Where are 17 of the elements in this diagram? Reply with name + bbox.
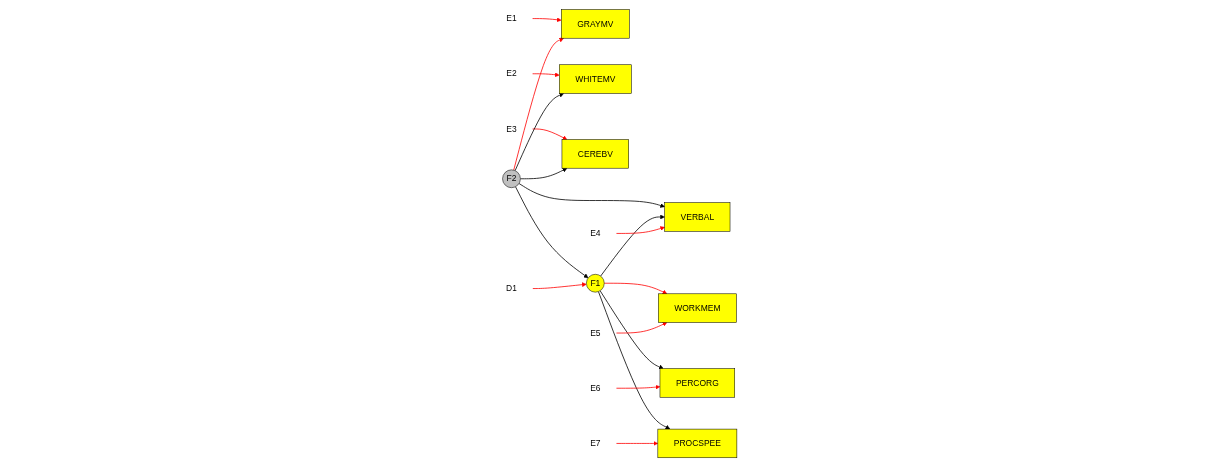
node-text: E6 — [590, 383, 601, 393]
node-box: PERCORG — [659, 368, 735, 398]
node-text: E4 — [590, 228, 601, 238]
node-circle: F1 — [586, 274, 605, 293]
node-box: GRAYMV — [561, 9, 630, 39]
node-text: E3 — [506, 124, 517, 134]
node-text: E5 — [590, 328, 601, 338]
node-box: WHITEMV — [559, 64, 632, 94]
node-circle: F2 — [502, 169, 521, 188]
node-text: D1 — [506, 283, 517, 293]
node-box: CEREBV — [561, 139, 629, 169]
node-text: E1 — [506, 13, 517, 23]
node-text: E7 — [590, 438, 601, 448]
node-text: E2 — [506, 68, 517, 79]
node-box: VERBAL — [664, 202, 731, 232]
node-box: PROCSPEE — [657, 428, 738, 458]
node-box: WORKMEM — [658, 293, 737, 323]
